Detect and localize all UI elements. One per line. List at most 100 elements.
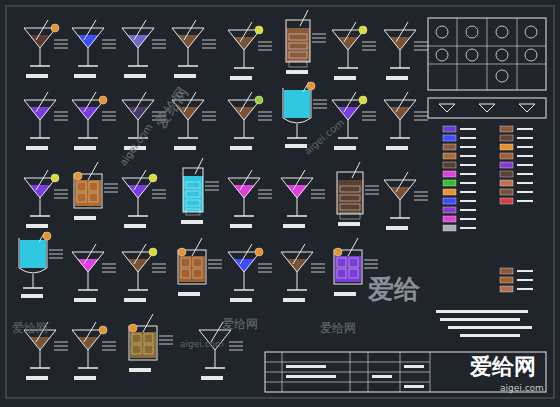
ice-cube	[340, 204, 360, 210]
label-bar	[334, 76, 356, 80]
watermark: aigei.com	[302, 118, 346, 157]
glass-stem	[244, 198, 245, 216]
leader-line	[102, 116, 116, 117]
martini-glass	[384, 22, 428, 80]
leader-line	[54, 120, 68, 121]
leader-line	[104, 192, 118, 193]
colour-swatch	[500, 162, 513, 168]
leader-line	[208, 268, 222, 269]
glass-foot	[128, 215, 148, 217]
glass-stem	[138, 198, 139, 216]
liquid	[286, 28, 310, 62]
label-bar	[517, 191, 533, 193]
colour-swatch	[500, 286, 513, 292]
label-bar	[404, 385, 424, 388]
label-bar	[460, 164, 476, 166]
straw	[240, 170, 252, 190]
colour-swatch	[500, 171, 513, 177]
glass-foot	[78, 289, 98, 291]
liquid	[127, 107, 149, 120]
label-bar	[201, 376, 223, 380]
colour-swatch	[500, 153, 513, 159]
ice-cube	[193, 269, 202, 278]
glass-stem	[297, 124, 298, 138]
leader-line	[364, 260, 378, 261]
leader-line	[365, 190, 379, 191]
glass-foot	[234, 137, 254, 139]
table-rule	[457, 18, 458, 90]
martini-glass	[281, 244, 325, 302]
label-bar	[26, 224, 48, 228]
label-bar	[460, 128, 476, 130]
martini-glass	[281, 170, 325, 228]
leader-line	[414, 192, 428, 193]
label-bar	[129, 368, 151, 372]
leader-line	[54, 190, 68, 191]
glass-bowl	[72, 100, 104, 120]
martini-glass	[332, 22, 376, 80]
ice-cube	[349, 269, 358, 278]
leader-line	[202, 112, 216, 113]
glass-stem	[244, 120, 245, 138]
label-bar	[517, 164, 533, 166]
leader-line	[414, 196, 428, 197]
label-bar	[386, 146, 408, 150]
martini-glass	[122, 244, 166, 302]
leader-line	[54, 44, 68, 45]
hurricane-glass	[19, 232, 63, 298]
straw	[84, 92, 96, 112]
glass-stem	[244, 50, 245, 68]
ice-cube	[289, 52, 307, 58]
label-bar	[338, 222, 360, 226]
glass-body	[19, 238, 47, 273]
colour-swatch	[500, 144, 513, 150]
leader-line	[311, 272, 325, 273]
label-bar	[517, 137, 533, 139]
glass-foot	[390, 67, 410, 69]
straw	[84, 322, 96, 342]
leader-line	[362, 50, 376, 51]
ice-cube	[144, 345, 153, 354]
leader-line	[102, 268, 116, 269]
leader-line	[152, 272, 166, 273]
fruit-garnish	[149, 174, 157, 182]
leader-line	[159, 344, 173, 345]
glass-bowl	[228, 30, 260, 50]
label-bar	[517, 146, 533, 148]
ice-cube	[77, 182, 86, 191]
liquid	[75, 180, 101, 206]
glass-foot	[338, 137, 358, 139]
leader-line	[208, 264, 222, 265]
watermark: 爱给网	[470, 356, 536, 378]
label-bar	[460, 218, 476, 220]
colour-swatch	[443, 162, 456, 168]
glass-foot	[128, 289, 148, 291]
straw	[240, 92, 252, 112]
fruit-garnish	[43, 232, 51, 240]
ice-cube	[144, 334, 153, 343]
glass-foot	[234, 215, 254, 217]
martini-glass	[384, 92, 428, 150]
martini-glass	[24, 20, 68, 78]
leader-line	[258, 268, 272, 269]
leader-line	[414, 200, 428, 201]
label-bar	[283, 224, 305, 228]
label-bar	[460, 200, 476, 202]
rocks-glass	[74, 162, 118, 220]
glass-body	[286, 20, 310, 62]
ice-cube	[289, 43, 307, 49]
glass-bowl	[122, 100, 154, 120]
highball-glass	[337, 162, 379, 226]
liquid	[233, 107, 255, 120]
label-bar	[21, 294, 43, 298]
fruit-garnish	[334, 248, 342, 256]
leader-line	[102, 120, 116, 121]
label-bar	[517, 155, 533, 157]
label-bar	[386, 226, 408, 230]
leader-line	[313, 108, 327, 109]
glass-bowl	[72, 252, 104, 272]
glass-stem	[188, 120, 189, 138]
label-bar	[517, 288, 533, 290]
straw	[184, 20, 196, 40]
martini-glass	[228, 92, 272, 150]
